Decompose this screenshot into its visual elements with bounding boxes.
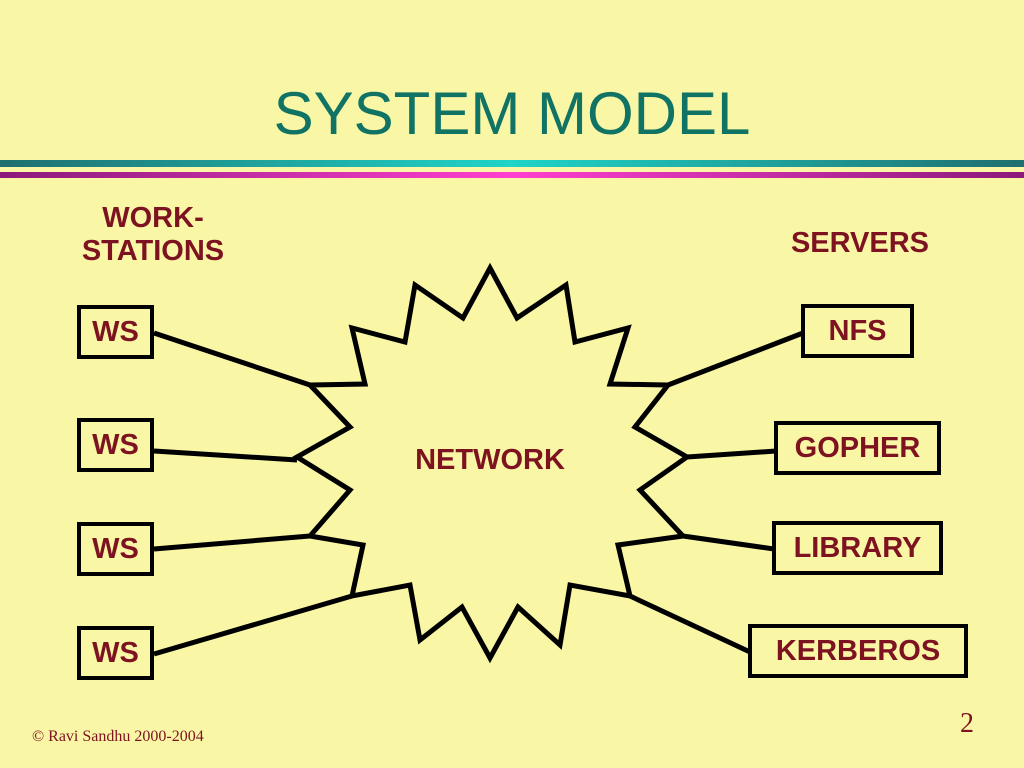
workstations-heading: WORK- STATIONS <box>60 202 246 268</box>
link-ws-3 <box>153 533 311 552</box>
link-kerberos <box>628 593 752 655</box>
workstation-box: WS <box>77 626 154 680</box>
link-library <box>682 533 775 552</box>
network-label: NETWORK <box>415 444 565 476</box>
link-gopher <box>686 448 777 460</box>
link-ws-1 <box>153 330 311 388</box>
title-rule-magenta <box>0 172 1024 178</box>
network-starburst <box>292 262 692 664</box>
workstations-heading-line1: WORK- <box>102 202 204 234</box>
workstation-box: WS <box>77 305 154 359</box>
page-number: 2 <box>960 708 974 739</box>
copyright-footer: © Ravi Sandhu 2000-2004 <box>32 728 204 745</box>
link-ws-4 <box>153 593 353 657</box>
server-box-kerberos: KERBEROS <box>748 624 968 678</box>
server-box-gopher: GOPHER <box>774 421 941 475</box>
workstation-box: WS <box>77 522 154 576</box>
server-box-library: LIBRARY <box>772 521 943 575</box>
title-rule-teal <box>0 160 1024 167</box>
server-box-nfs: NFS <box>801 304 914 358</box>
workstations-heading-line2: STATIONS <box>81 235 225 267</box>
link-ws-2 <box>153 448 298 463</box>
workstation-box: WS <box>77 418 154 472</box>
slide-title: SYSTEM MODEL <box>273 80 751 147</box>
servers-heading: SERVERS <box>790 227 930 259</box>
link-nfs <box>667 330 804 388</box>
